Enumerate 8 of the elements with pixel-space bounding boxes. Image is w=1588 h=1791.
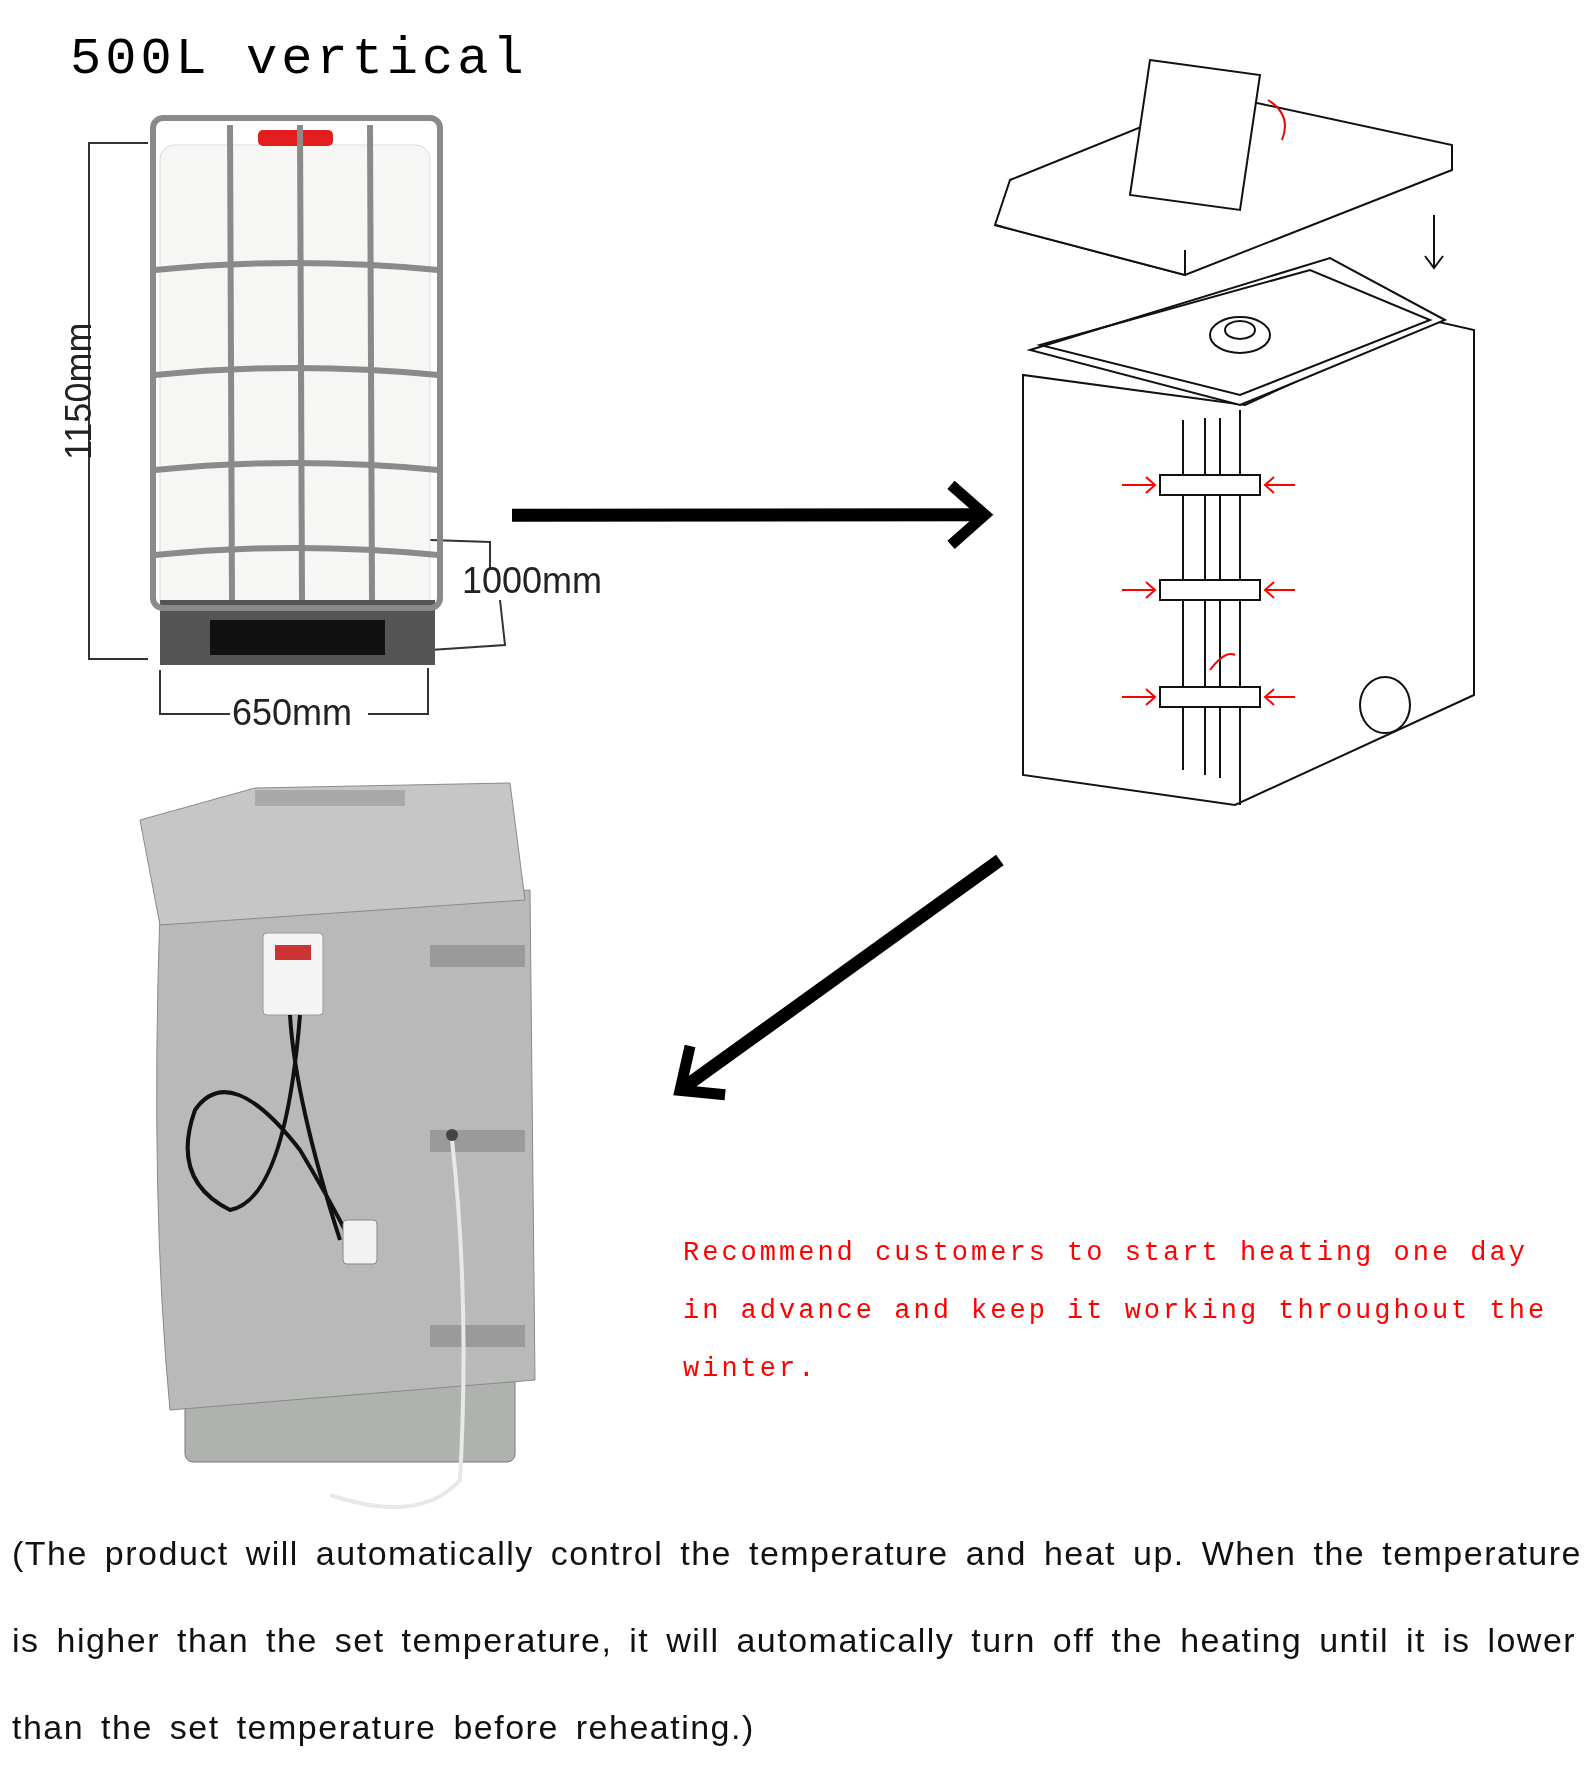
dimension-label: 1150mm <box>58 322 100 460</box>
dimension-label: 1000mm <box>462 560 603 602</box>
caption: (The product will automatically control the temperature and heat up. When the temperature is higher than the set temperature, it will automatically turn off the heating until it is lower than the set temperature before reheating.) <box>12 1533 1582 1748</box>
dimension-label: 650mm <box>232 692 353 734</box>
arrow <box>512 479 991 551</box>
arrow <box>674 854 1004 1101</box>
title: 500L vertical <box>70 30 528 89</box>
note-text: Recommend customers to start heating one day in advance and keep it working throughout the winter. <box>683 1237 1549 1386</box>
